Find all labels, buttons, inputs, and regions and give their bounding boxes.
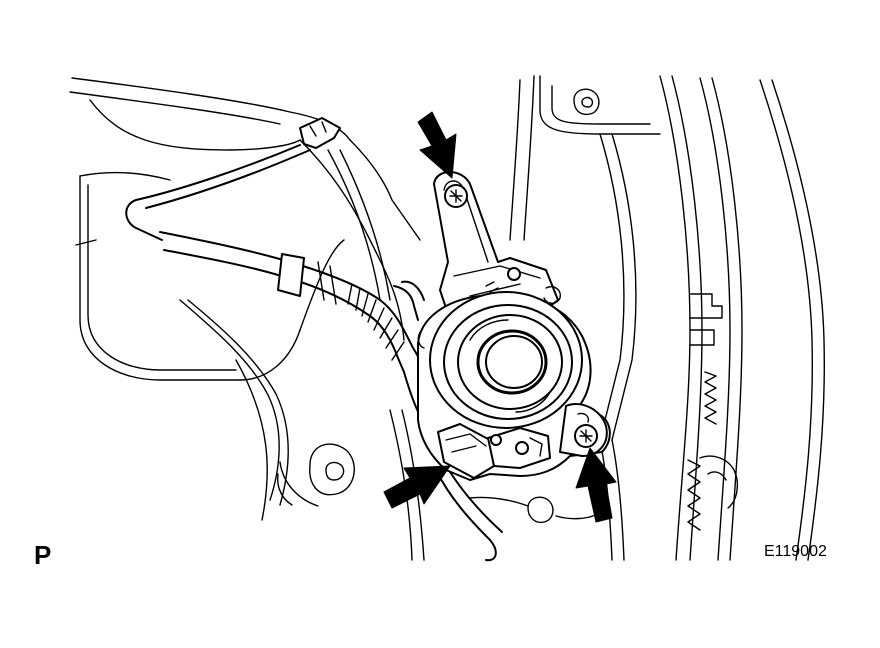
view-label: P bbox=[34, 540, 52, 570]
bracket-bolt bbox=[507, 267, 521, 281]
harness-and-hose bbox=[125, 117, 503, 562]
callout-arrows bbox=[383, 111, 617, 523]
arrow-top-bolt bbox=[417, 111, 457, 179]
clutch-release-cylinder bbox=[417, 291, 611, 481]
body-panel-outlines bbox=[69, 77, 425, 561]
figure-id: E119002 bbox=[764, 543, 827, 560]
release-cylinder-bracket bbox=[433, 171, 561, 321]
arrow-hose-connector bbox=[383, 465, 451, 509]
arrow-lower-bolt bbox=[575, 447, 617, 523]
